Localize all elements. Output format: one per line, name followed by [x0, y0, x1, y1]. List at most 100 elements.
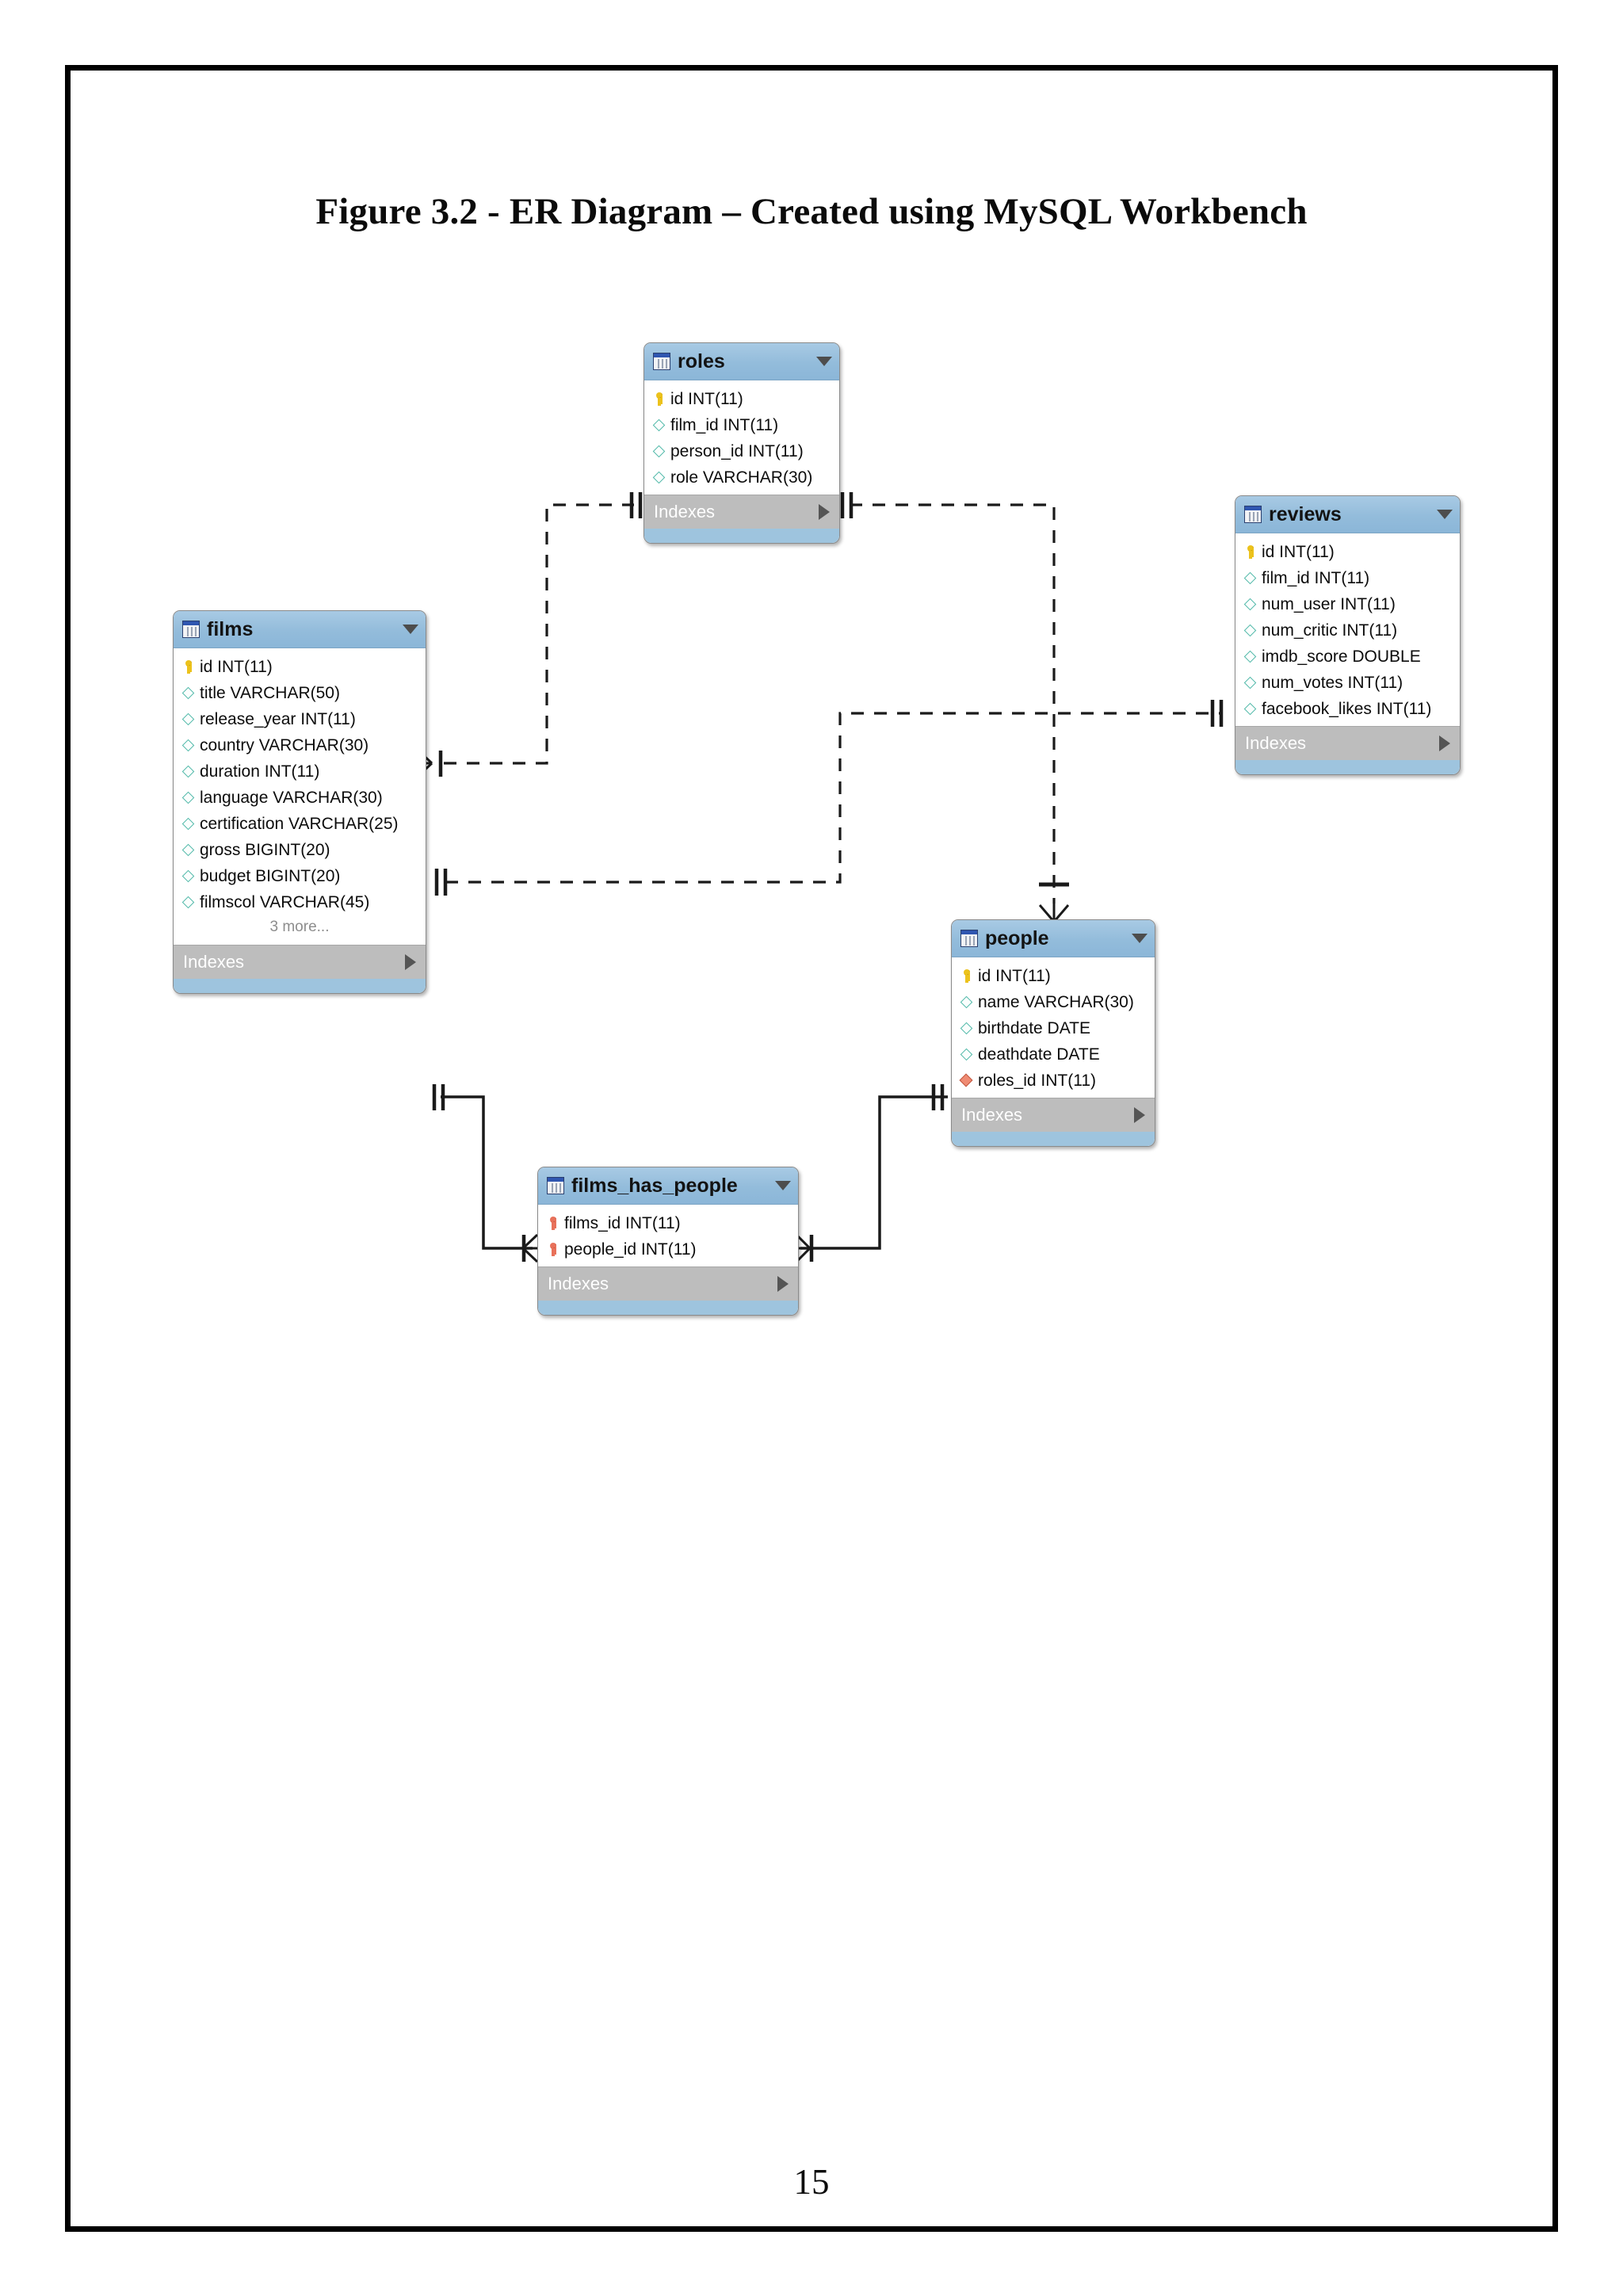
figure-caption: Figure 3.2 - ER Diagram – Created using …: [315, 191, 1308, 232]
er-column-row[interactable]: id INT(11): [952, 963, 1155, 989]
chevron-down-icon[interactable]: [403, 625, 418, 634]
column-diamond-icon: [651, 444, 666, 459]
er-table-header-reviews[interactable]: reviews: [1235, 496, 1460, 533]
er-column-row[interactable]: film_id INT(11): [1235, 565, 1460, 591]
er-column-row[interactable]: id INT(11): [1235, 539, 1460, 565]
er-column-list: id INT(11) film_id INT(11) person_id INT…: [644, 380, 839, 495]
er-column-row[interactable]: gross BIGINT(20): [174, 837, 426, 863]
chevron-right-icon[interactable]: [1439, 735, 1450, 751]
er-table-header-roles[interactable]: roles: [644, 343, 839, 380]
indexes-section-reviews[interactable]: Indexes: [1235, 726, 1460, 760]
er-column-label: deathdate DATE: [978, 1045, 1100, 1064]
er-column-row[interactable]: deathdate DATE: [952, 1041, 1155, 1068]
er-column-row[interactable]: duration INT(11): [174, 758, 426, 785]
indexes-section-films-has-people[interactable]: Indexes: [538, 1266, 798, 1301]
er-column-row[interactable]: num_user INT(11): [1235, 591, 1460, 617]
chevron-down-icon[interactable]: [775, 1181, 791, 1190]
er-column-row[interactable]: films_id INT(11): [538, 1210, 798, 1236]
chevron-down-icon[interactable]: [1132, 934, 1148, 943]
table-icon: [1244, 506, 1262, 523]
er-column-row[interactable]: imdb_score DOUBLE: [1235, 644, 1460, 670]
er-column-label: facebook_likes INT(11): [1262, 700, 1432, 718]
er-table-title: films_has_people: [571, 1174, 738, 1197]
er-column-label: film_id INT(11): [1262, 569, 1370, 587]
er-table-films-has-people[interactable]: films_has_people films_id INT(11) people…: [537, 1167, 799, 1316]
er-column-label: person_id INT(11): [670, 442, 804, 460]
er-column-label: films_id INT(11): [564, 1214, 681, 1232]
er-table-title: people: [985, 926, 1049, 949]
er-column-label: id INT(11): [1262, 543, 1335, 561]
primary-foreign-key-icon: [545, 1242, 560, 1257]
table-icon: [960, 930, 978, 947]
er-table-header-films[interactable]: films: [174, 611, 426, 648]
chevron-down-icon[interactable]: [816, 357, 832, 366]
er-table-header-films-has-people[interactable]: films_has_people: [538, 1167, 798, 1205]
column-diamond-icon: [181, 816, 196, 831]
er-column-row[interactable]: release_year INT(11): [174, 706, 426, 732]
er-column-row[interactable]: roles_id INT(11): [952, 1068, 1155, 1094]
er-column-row[interactable]: birthdate DATE: [952, 1015, 1155, 1041]
er-column-row[interactable]: budget BIGINT(20): [174, 863, 426, 889]
er-column-row[interactable]: id INT(11): [644, 386, 839, 412]
er-column-label: duration INT(11): [200, 762, 320, 781]
more-columns-label[interactable]: 3 more...: [269, 919, 330, 935]
er-column-row[interactable]: id INT(11): [174, 654, 426, 680]
indexes-section-roles[interactable]: Indexes: [644, 495, 839, 529]
er-column-label: roles_id INT(11): [978, 1072, 1096, 1090]
er-column-list: id INT(11) name VARCHAR(30) birthdate DA…: [952, 957, 1155, 1098]
er-table-films[interactable]: films id INT(11) title VARCHAR(50) relea…: [173, 610, 426, 994]
chevron-right-icon[interactable]: [1134, 1107, 1145, 1123]
er-column-row[interactable]: certification VARCHAR(25): [174, 811, 426, 837]
er-table-people[interactable]: people id INT(11) name VARCHAR(30) birth…: [951, 919, 1155, 1147]
er-column-row[interactable]: title VARCHAR(50): [174, 680, 426, 706]
er-table-roles[interactable]: roles id INT(11) film_id INT(11) person_…: [643, 342, 840, 544]
er-column-row[interactable]: num_votes INT(11): [1235, 670, 1460, 696]
primary-key-icon: [959, 968, 974, 984]
primary-key-icon: [651, 392, 666, 407]
er-column-row[interactable]: people_id INT(11): [538, 1236, 798, 1263]
er-table-header-people[interactable]: people: [952, 920, 1155, 957]
er-column-row[interactable]: language VARCHAR(30): [174, 785, 426, 811]
er-column-row[interactable]: filmscol VARCHAR(45): [174, 889, 426, 915]
column-diamond-icon: [959, 1047, 974, 1062]
er-column-list: id INT(11) title VARCHAR(50) release_yea…: [174, 648, 426, 945]
er-column-row[interactable]: num_critic INT(11): [1235, 617, 1460, 644]
er-table-reviews[interactable]: reviews id INT(11) film_id INT(11) num_u…: [1235, 495, 1461, 775]
er-column-row[interactable]: facebook_likes INT(11): [1235, 696, 1460, 722]
er-column-label: imdb_score DOUBLE: [1262, 648, 1421, 666]
rel-fhp-people: [800, 1095, 948, 1250]
primary-key-icon: [1243, 544, 1258, 560]
chevron-right-icon[interactable]: [405, 954, 416, 970]
chevron-right-icon[interactable]: [819, 504, 830, 520]
column-diamond-icon: [1243, 701, 1258, 716]
column-diamond-icon: [1243, 675, 1258, 690]
rel-films-roles: [444, 503, 634, 765]
table-icon: [653, 353, 670, 370]
table-icon: [182, 621, 200, 638]
chevron-right-icon[interactable]: [777, 1276, 789, 1292]
er-column-label: num_user INT(11): [1262, 595, 1396, 613]
chevron-down-icon[interactable]: [1437, 510, 1453, 519]
er-column-row[interactable]: name VARCHAR(30): [952, 989, 1155, 1015]
er-column-label: birthdate DATE: [978, 1019, 1091, 1037]
indexes-section-films[interactable]: Indexes: [174, 945, 426, 979]
er-column-list: id INT(11) film_id INT(11) num_user INT(…: [1235, 533, 1460, 726]
er-table-footer: [644, 529, 839, 543]
er-table-title: reviews: [1269, 502, 1342, 525]
er-column-row[interactable]: film_id INT(11): [644, 412, 839, 438]
er-column-label: name VARCHAR(30): [978, 993, 1134, 1011]
er-column-label: gross BIGINT(20): [200, 841, 330, 859]
column-diamond-icon: [651, 470, 666, 485]
indexes-section-people[interactable]: Indexes: [952, 1098, 1155, 1132]
er-column-row[interactable]: role VARCHAR(30): [644, 464, 839, 491]
indexes-label: Indexes: [961, 1105, 1023, 1125]
column-diamond-icon: [181, 842, 196, 858]
column-diamond-icon: [1243, 649, 1258, 664]
column-diamond-icon: [181, 764, 196, 779]
rel-roles-people: [850, 503, 1056, 904]
er-column-row[interactable]: country VARCHAR(30): [174, 732, 426, 758]
er-column-row[interactable]: person_id INT(11): [644, 438, 839, 464]
column-diamond-icon: [181, 869, 196, 884]
er-column-label: role VARCHAR(30): [670, 468, 813, 487]
